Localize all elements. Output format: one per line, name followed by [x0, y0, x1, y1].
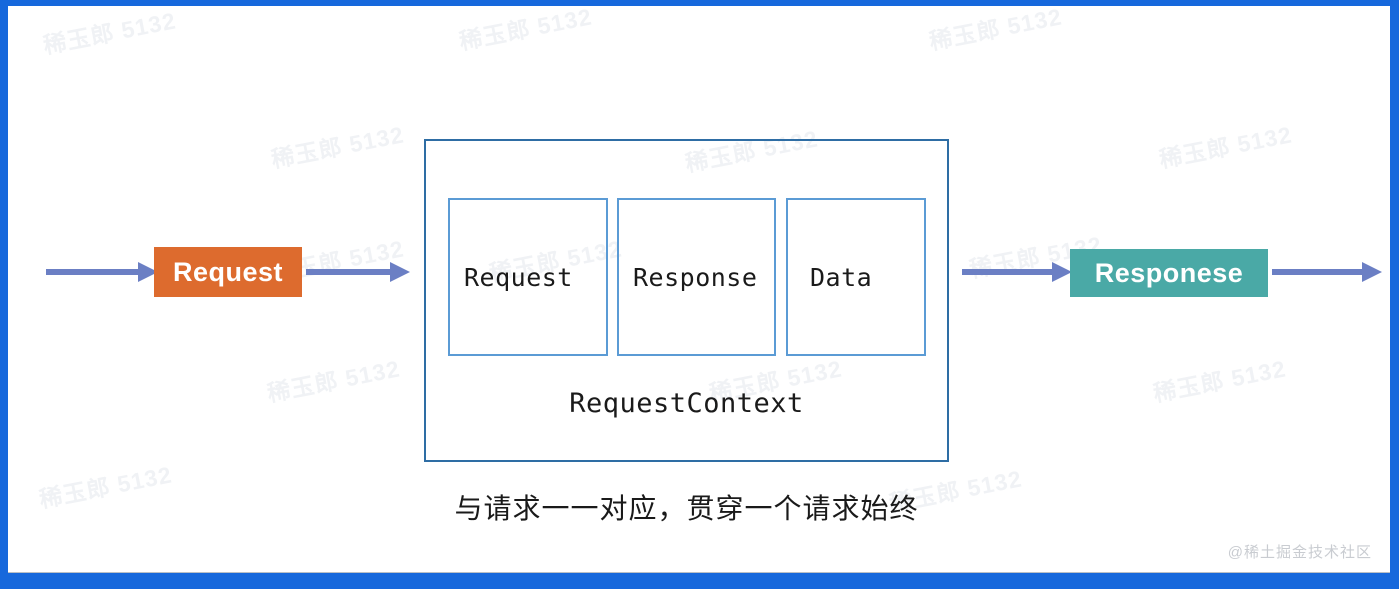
inner-box-data-label: Data — [810, 262, 873, 292]
responese-box: Responese — [1070, 249, 1268, 297]
credit-watermark: @稀土掘金技术社区 — [1227, 544, 1372, 561]
arrow-context-to-response — [962, 259, 1072, 285]
request-context-container — [424, 139, 949, 462]
watermark-tile: 稀玉郎 5132 — [37, 461, 175, 513]
inner-box-response: Response — [617, 198, 776, 356]
watermark-tile: 稀玉郎 5132 — [41, 7, 179, 59]
diagram-caption: 与请求一一对应，贯穿一个请求始终 — [454, 492, 919, 525]
watermark-tile: 稀玉郎 5132 — [927, 6, 1065, 55]
request-box: Request — [154, 247, 302, 297]
inner-box-request: Request — [448, 198, 608, 356]
watermark-tile: 稀玉郎 5132 — [1157, 121, 1295, 173]
inner-box-request-label: Request — [464, 262, 573, 292]
watermark-tile: 稀玉郎 5132 — [457, 6, 595, 55]
arrow-request-to-context — [306, 259, 410, 285]
watermark-tile: 稀玉郎 5132 — [265, 355, 403, 407]
inner-box-data: Data — [786, 198, 926, 356]
diagram-canvas: 稀玉郎 5132 稀玉郎 5132 稀玉郎 5132 稀玉郎 5132 稀玉郎 5132… — [8, 6, 1390, 573]
arrow-inbound — [46, 259, 158, 285]
request-context-title: RequestContext — [569, 388, 804, 419]
watermark-tile: 稀玉郎 5132 — [269, 121, 407, 173]
arrow-outbound — [1272, 259, 1382, 285]
inner-box-response-label: Response — [633, 262, 758, 292]
request-box-label: Request — [172, 256, 284, 287]
responese-box-label: Responese — [1094, 257, 1244, 288]
watermark-tile: 稀玉郎 5132 — [1151, 355, 1289, 407]
